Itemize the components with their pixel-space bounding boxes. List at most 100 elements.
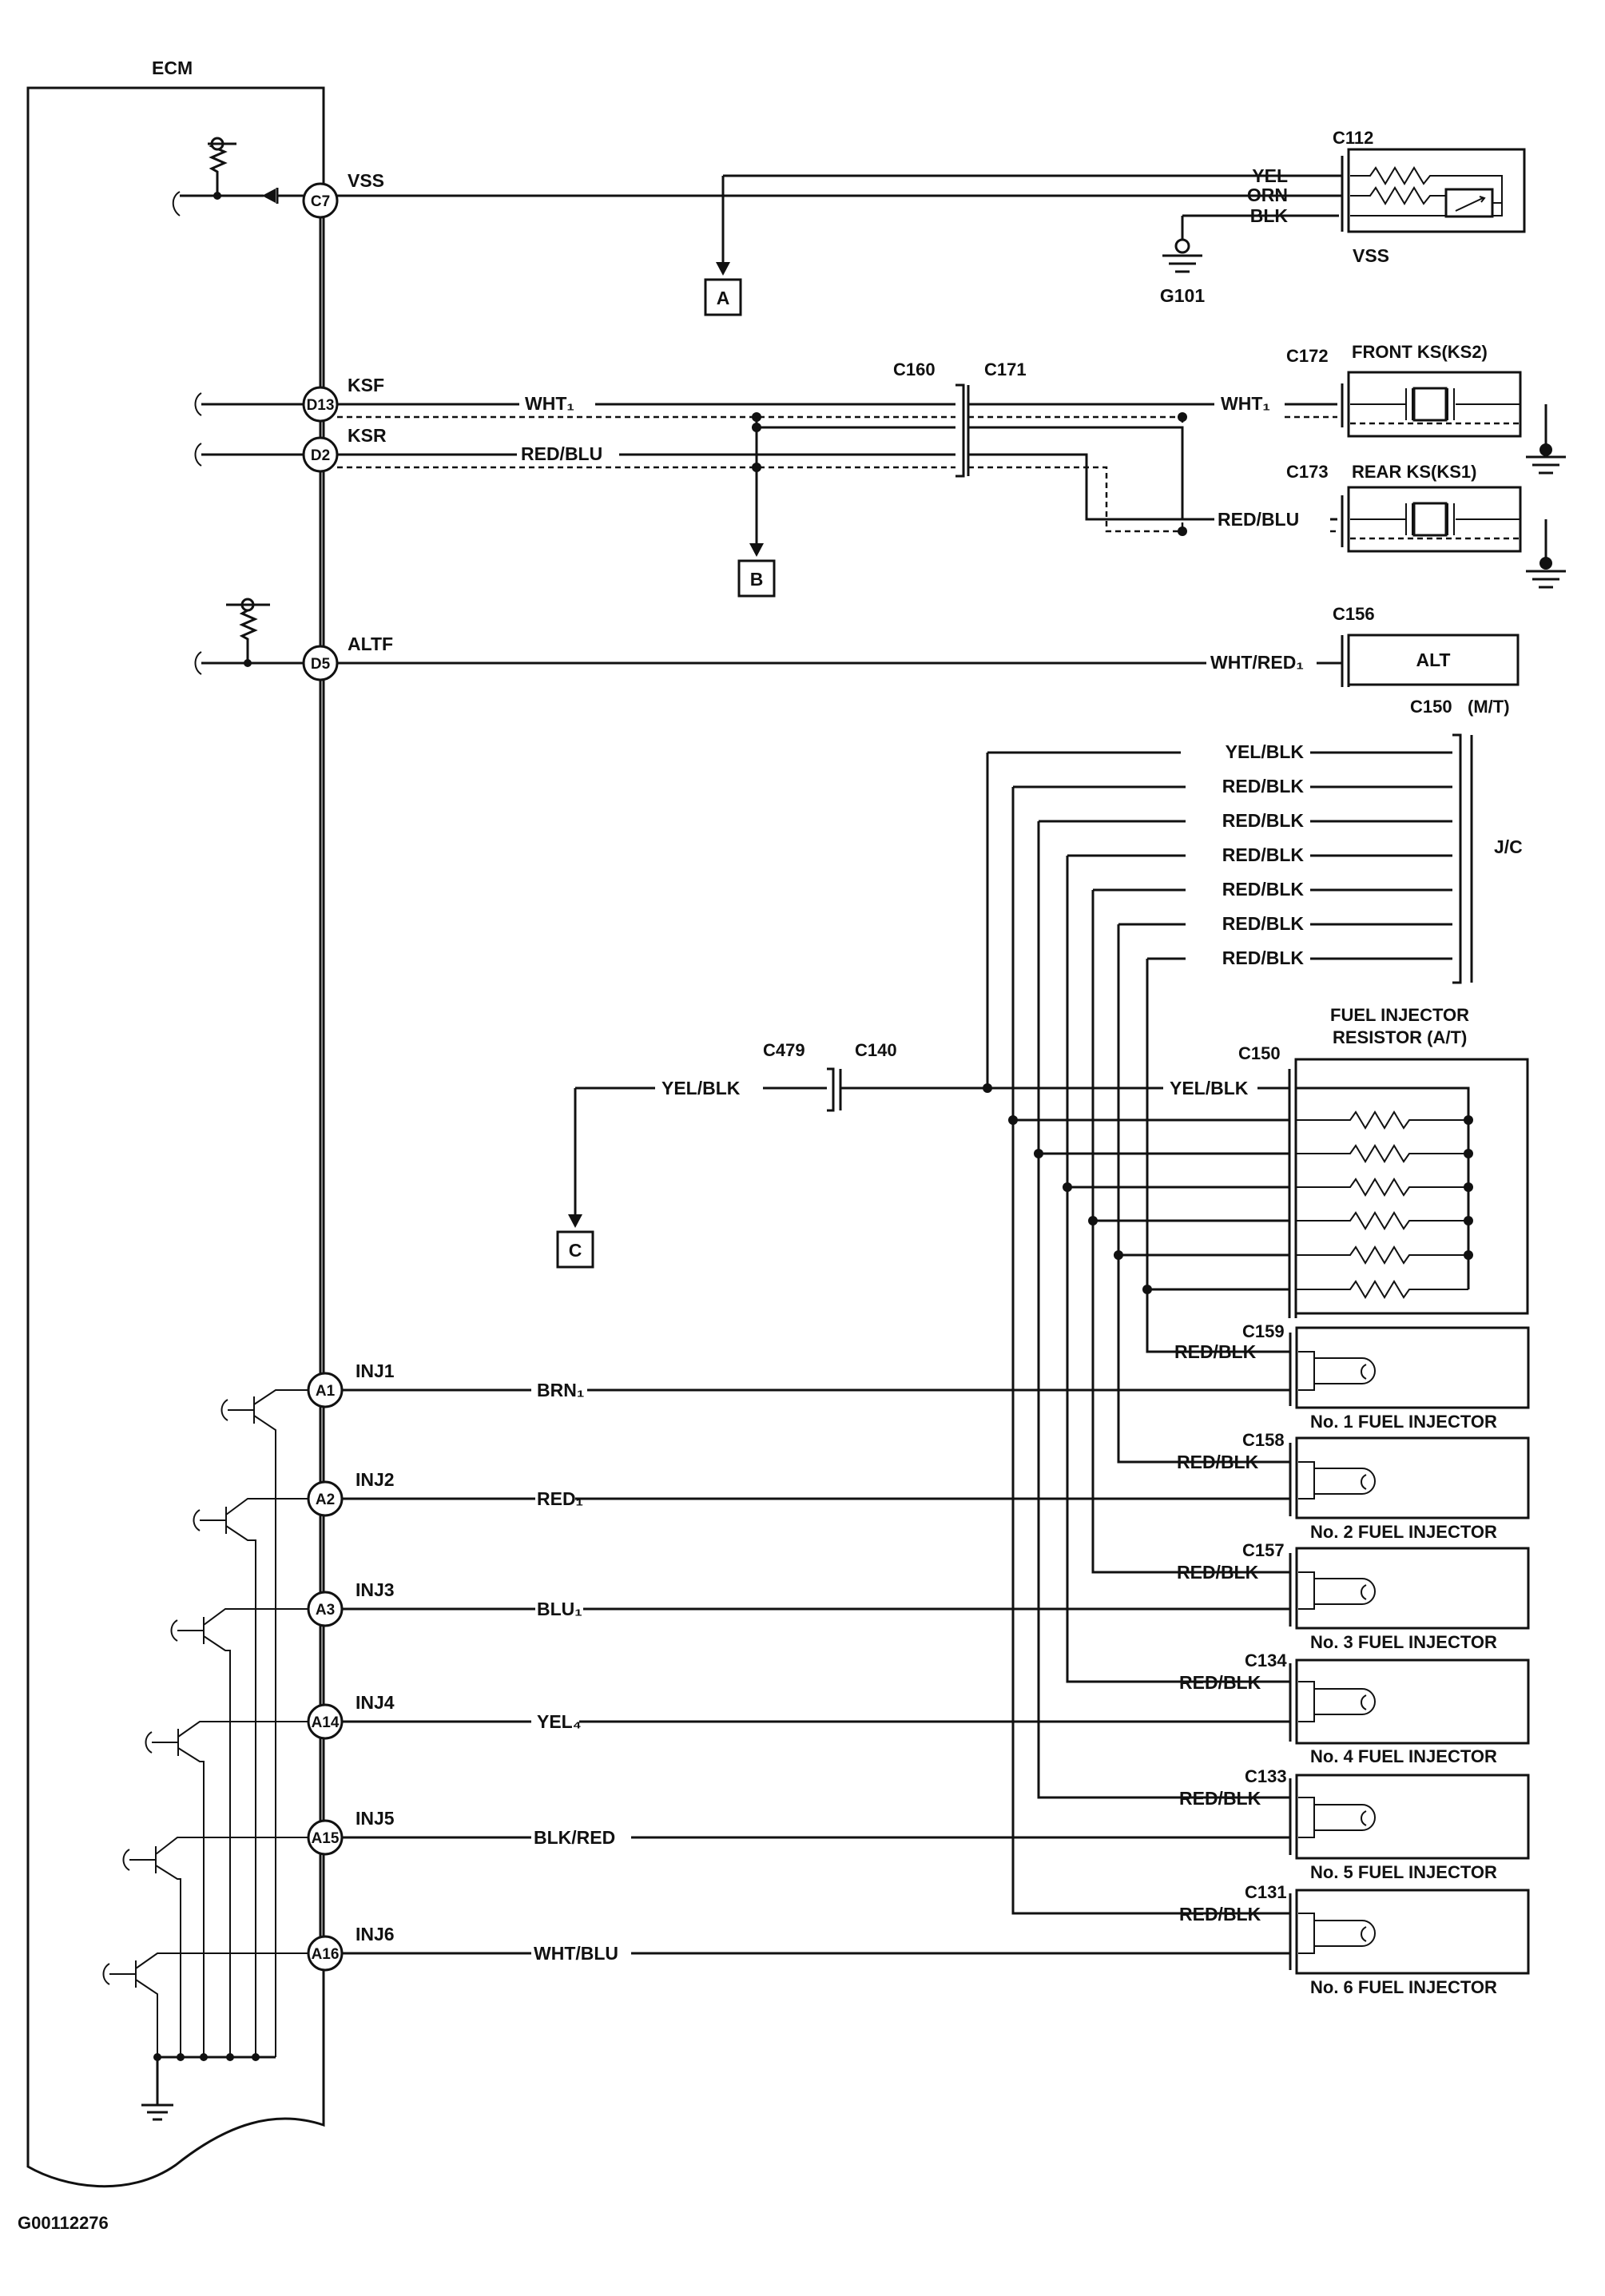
signal-inj3: INJ3 (356, 1579, 395, 1600)
svg-text:C: C (569, 1240, 582, 1261)
signal-ksr: KSR (348, 425, 387, 446)
ref-a-box: A (704, 278, 742, 316)
svg-text:C7: C7 (311, 193, 330, 210)
svg-text:RED/BLK: RED/BLK (1174, 1341, 1257, 1362)
svg-text:C159: C159 (1242, 1321, 1285, 1341)
pin-c7: C7 (302, 182, 339, 219)
svg-text:RED/BLK: RED/BLK (1222, 810, 1305, 831)
svg-text:No. 2 FUEL INJECTOR: No. 2 FUEL INJECTOR (1310, 1522, 1497, 1542)
connector-c112: C112 (1333, 128, 1373, 148)
connector-c160-c171 (955, 383, 970, 478)
inj3-wire-label: BLU₁ (537, 1599, 582, 1619)
alt-wire-label: WHT/RED₁ (1210, 652, 1304, 673)
svg-text:RED/BLK: RED/BLK (1177, 1562, 1259, 1583)
svg-text:A14: A14 (312, 1714, 340, 1731)
alternator: ALT (1341, 634, 1520, 687)
signal-inj1: INJ1 (356, 1361, 395, 1381)
vss-input-circuit (172, 137, 304, 216)
connector-c479-c140 (827, 1067, 842, 1112)
svg-text:YEL/BLK: YEL/BLK (1226, 741, 1305, 762)
front-ks-name: FRONT KS(KS2) (1352, 342, 1488, 362)
signal-inj6: INJ6 (356, 1924, 395, 1944)
injector-3: C157 RED/BLK No. 3 FUEL INJECTOR (1177, 1540, 1530, 1652)
front-ks-wire-label: WHT₁ (1221, 393, 1270, 414)
pin-a16: A16 (307, 1935, 344, 1972)
connector-c171: C171 (984, 359, 1027, 379)
injector-1: C159 RED/BLK No. 1 FUEL INJECTOR (1174, 1321, 1530, 1432)
ref-c-box: C (556, 1230, 594, 1269)
injector-2: C158 RED/BLK No. 2 FUEL INJECTOR (1177, 1430, 1530, 1542)
svg-text:RED/BLK: RED/BLK (1179, 1904, 1261, 1925)
front-knock-sensor (1341, 371, 1566, 475)
pin-a2: A2 (307, 1480, 344, 1517)
injector-resistor-pack (1288, 1058, 1529, 1318)
resistor-wire-label: YEL/BLK (1170, 1078, 1249, 1098)
connector-c173: C173 (1286, 462, 1329, 482)
connector-c150-resistor: C150 (1238, 1043, 1281, 1063)
vss-wire-label-yel: YEL (1252, 165, 1288, 186)
svg-text:No. 3 FUEL INJECTOR: No. 3 FUEL INJECTOR (1310, 1632, 1497, 1652)
svg-text:RED/BLK: RED/BLK (1179, 1672, 1261, 1693)
svg-text:A1: A1 (316, 1383, 336, 1400)
resistor-title-2: RESISTOR (A/T) (1333, 1027, 1467, 1047)
inj1-wire-label: BRN₁ (537, 1380, 584, 1400)
signal-inj2: INJ2 (356, 1469, 395, 1490)
jc-wire-labels: YEL/BLK RED/BLK RED/BLK RED/BLK RED/BLK … (1222, 741, 1305, 968)
connector-c479: C479 (763, 1040, 805, 1060)
svg-text:RED/BLK: RED/BLK (1177, 1452, 1259, 1472)
svg-text:No. 1 FUEL INJECTOR: No. 1 FUEL INJECTOR (1310, 1412, 1497, 1432)
ksf-wire-label: WHT₁ (525, 393, 574, 414)
svg-text:A16: A16 (312, 1946, 340, 1963)
jc-name: J/C (1494, 836, 1523, 857)
svg-text:B: B (750, 569, 764, 590)
vss-wire-label-orn: ORN (1247, 185, 1288, 205)
connector-c140: C140 (855, 1040, 897, 1060)
svg-text:C131: C131 (1245, 1882, 1287, 1902)
ecm-label: ECM (152, 58, 193, 78)
signal-inj5: INJ5 (356, 1808, 395, 1829)
svg-text:D5: D5 (311, 656, 331, 673)
jc-variant: (M/T) (1468, 697, 1510, 717)
pin-a15: A15 (307, 1819, 344, 1856)
connector-c150-jc: C150 (1410, 697, 1452, 717)
inj6-wire-label: WHT/BLU (534, 1943, 618, 1964)
svg-text:A: A (717, 288, 730, 308)
ref-b-box: B (737, 559, 776, 598)
svg-text:D2: D2 (311, 447, 330, 464)
svg-text:D13: D13 (307, 397, 335, 414)
connector-c160: C160 (893, 359, 936, 379)
signal-ksf: KSF (348, 375, 384, 395)
injector-drivers (102, 1389, 308, 2121)
pin-d13: D13 (302, 386, 339, 423)
ksf-input (194, 392, 304, 416)
svg-text:RED/BLK: RED/BLK (1222, 776, 1305, 796)
svg-text:No. 4 FUEL INJECTOR: No. 4 FUEL INJECTOR (1310, 1746, 1497, 1766)
svg-text:RED/BLK: RED/BLK (1222, 879, 1305, 900)
svg-text:RED/BLK: RED/BLK (1179, 1788, 1261, 1809)
pin-d2: D2 (302, 436, 339, 473)
ecm-outline (26, 86, 325, 2188)
rear-ks-name: REAR KS(KS1) (1352, 462, 1476, 482)
injector-6: C131 RED/BLK No. 6 FUEL INJECTOR (1179, 1882, 1530, 1997)
svg-text:C157: C157 (1242, 1540, 1285, 1560)
svg-text:RED/BLK: RED/BLK (1222, 913, 1305, 934)
ground-label-g101: G101 (1160, 285, 1205, 306)
svg-text:C158: C158 (1242, 1430, 1285, 1450)
signal-inj4: INJ4 (356, 1692, 395, 1713)
joint-connector (1452, 733, 1473, 984)
ksr-input (194, 443, 304, 467)
pin-a14: A14 (307, 1703, 344, 1740)
rear-ks-wire-label: RED/BLU (1218, 509, 1299, 530)
ground-symbol-g101 (1162, 254, 1202, 273)
alt-name: ALT (1416, 649, 1450, 670)
pin-a3: A3 (307, 1591, 344, 1627)
altf-input-circuit (194, 598, 304, 675)
svg-text:RED/BLK: RED/BLK (1222, 947, 1305, 968)
c479-wire-label: YEL/BLK (661, 1078, 741, 1098)
svg-text:No. 6 FUEL INJECTOR: No. 6 FUEL INJECTOR (1310, 1977, 1497, 1997)
inj5-wire-label: BLK/RED (534, 1827, 615, 1848)
vss-sensor (1341, 148, 1526, 233)
svg-text:C134: C134 (1245, 1650, 1287, 1670)
signal-vss: VSS (348, 170, 384, 191)
